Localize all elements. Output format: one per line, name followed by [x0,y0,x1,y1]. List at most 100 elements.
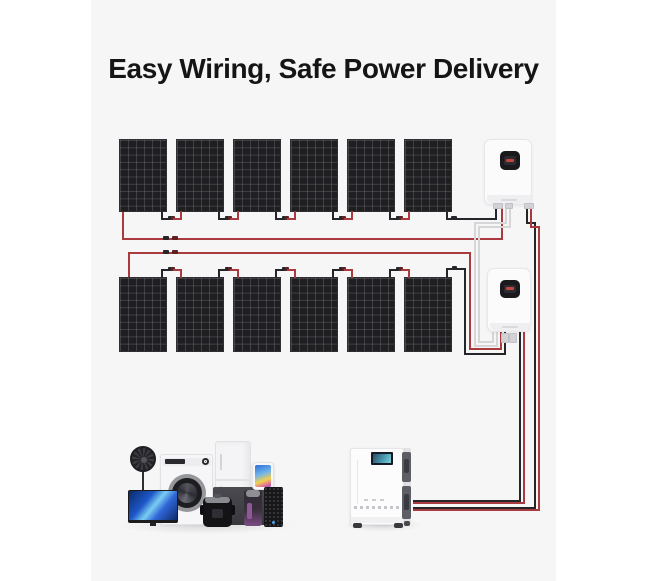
wire-connector [163,236,169,240]
inverter-1-port [493,203,503,209]
television [128,490,178,526]
wire-segment [275,212,277,220]
wire-segment [464,353,506,355]
wire-segment [230,218,239,220]
wire-segment [530,205,532,228]
coffee-grinder [244,490,262,526]
fan-pole [142,470,144,498]
wire-segment [408,270,410,278]
wire-connector [163,250,169,254]
wire-segment [413,509,540,511]
wire-segment [275,269,285,271]
wire-connector [452,266,457,270]
wire-segment [218,212,220,220]
wire-connector [396,216,400,220]
wire-segment [389,269,399,271]
inverter-1 [484,139,532,205]
wire-segment [505,205,507,224]
inverter-2-connector [501,333,509,343]
wire-segment [294,270,296,278]
wire-segment [332,270,334,278]
battery [350,448,411,528]
battery-handle-slot [404,494,409,510]
inverter-1-port [505,203,513,209]
battery-label-strip [354,506,400,509]
wire-segment [230,269,239,271]
wire-connector [282,267,286,271]
solar-panel [290,277,338,352]
wire-segment [446,269,448,278]
wire-segment [161,218,171,220]
wire-connector [451,216,457,220]
grinder-window [247,503,252,519]
wire-connector [396,267,400,271]
wire-segment [446,218,497,220]
inverter-1-label [501,199,517,201]
wire-segment [492,332,494,343]
wire-segment [180,270,182,278]
cooker-handle [231,505,235,515]
solar-panel [176,139,224,212]
wire-segment [344,269,353,271]
wire-segment [401,218,410,220]
wire-segment [519,332,521,502]
wire-segment [401,269,410,271]
wire-segment [413,507,536,509]
wire-segment [538,226,540,511]
battery-seam [357,460,358,504]
wire-segment [128,253,130,277]
battery-handle-slot [404,459,409,473]
wire-segment [122,212,124,240]
wire-segment [389,212,391,220]
wire-segment [469,348,502,350]
wire-segment [161,269,171,271]
solar-panel [347,277,395,352]
wire-connector [168,216,172,220]
solar-panel [404,277,452,352]
cooker-lid [205,497,230,503]
wire-connector [225,267,229,271]
speaker-led [272,521,275,524]
wire-connector [225,216,229,220]
wire-segment [413,502,525,504]
wire-segment [161,270,163,278]
wire-segment [237,211,239,220]
wire-segment [344,218,353,220]
washer-control-panel [162,458,211,466]
wire-segment [523,332,525,504]
wire-segment [413,500,521,502]
inverter-2-digits [506,287,514,290]
wire-connector [282,216,286,220]
wire-segment [275,218,285,220]
speaker [264,487,283,527]
wire-segment [496,332,498,347]
inverter-1-digits [506,159,514,162]
battery-wheel [404,521,410,526]
wire-segment [504,332,506,355]
wire-segment [526,205,528,224]
cooker-knob [214,494,221,498]
wire-segment [237,270,239,278]
wire-segment [495,205,497,220]
wire-segment [389,218,399,220]
battery-screen-content [373,454,391,463]
refrigerator-handle [220,454,222,470]
wire-segment [469,252,471,350]
washer-door-glass [177,483,197,503]
wire-segment [218,269,228,271]
inverter-2 [487,268,531,332]
page-title: Easy Wiring, Safe Power Delivery [108,52,539,84]
solar-panel [233,139,281,212]
fan-icon [130,446,156,472]
wire-segment [218,218,228,220]
wire-segment [128,252,471,254]
wire-segment [332,269,342,271]
inverter-2-label [502,326,518,328]
cooker-panel [212,509,223,518]
wire-segment [173,269,182,271]
wire-connector [172,236,178,240]
wire-segment [446,212,448,220]
wire-segment [294,211,296,220]
battery-wheel [353,523,362,528]
